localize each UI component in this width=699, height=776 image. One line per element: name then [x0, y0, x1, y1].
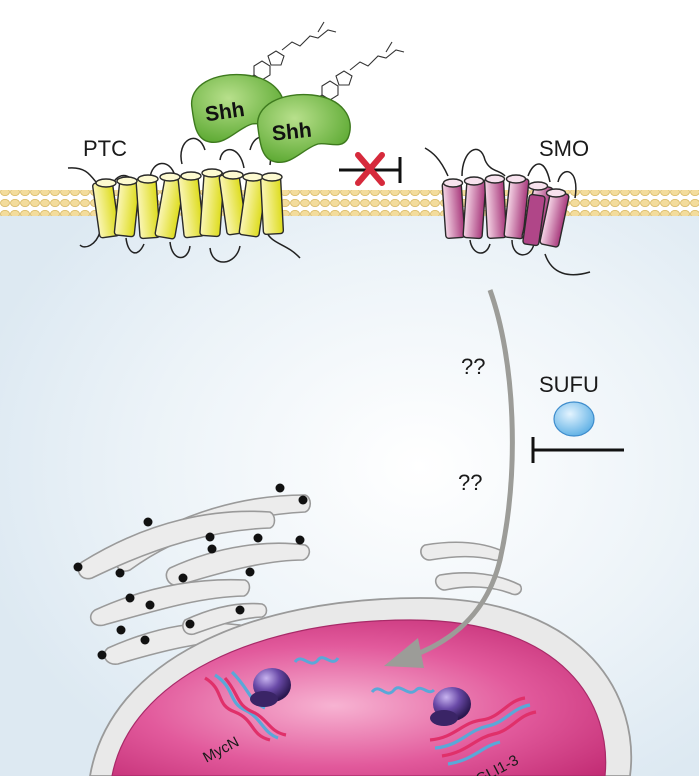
- ptc-receptor: [92, 168, 285, 240]
- ribosomes: [73, 483, 308, 660]
- smo-loops: [424, 147, 591, 276]
- transcription-factor-icon: [250, 668, 291, 707]
- inhibition-cross-icon: [355, 152, 385, 186]
- signal-arrow: [384, 289, 515, 668]
- smo-label: SMO: [539, 136, 589, 161]
- transcription-factor-icon: [430, 687, 471, 726]
- smo-receptor: [441, 174, 570, 248]
- shh-ligand-2: [257, 93, 351, 163]
- dna-helix-icon: [429, 696, 537, 766]
- shh-label-1: Shh: [204, 98, 246, 126]
- question-mark-label-1: ??: [461, 354, 485, 379]
- golgi-er-stacks: [77, 494, 523, 665]
- sufu-label: SUFU: [539, 372, 599, 397]
- mrna-icon: [370, 686, 436, 695]
- ptc-label: PTC: [83, 136, 127, 161]
- mrna-icon: [293, 656, 340, 665]
- shh-label-2: Shh: [271, 119, 313, 146]
- sufu-protein-icon: [553, 401, 595, 437]
- sufu-inhibition-bar: [531, 437, 624, 463]
- question-mark-label-2: ??: [458, 470, 482, 495]
